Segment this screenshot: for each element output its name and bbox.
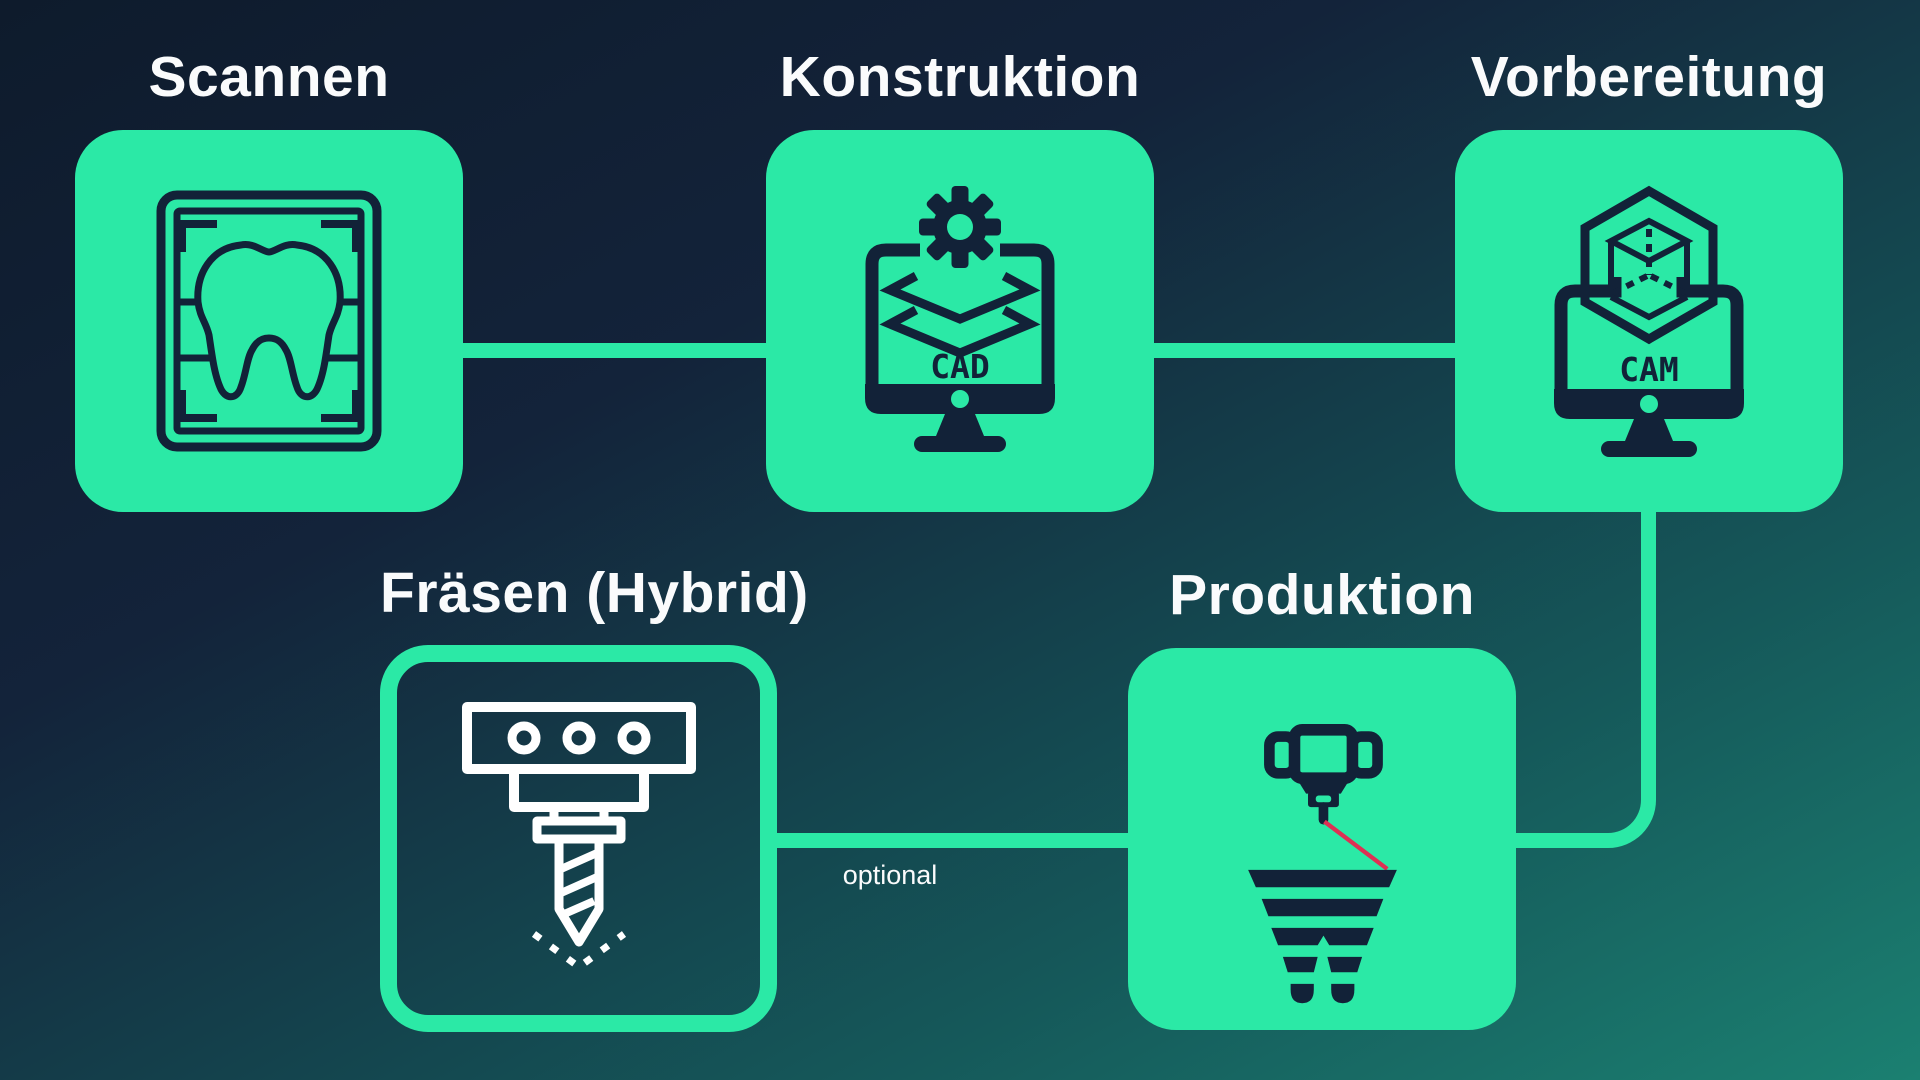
step-box-vorbereitung: CAM — [1455, 130, 1843, 512]
layers-icon — [879, 272, 1041, 358]
monitor-button — [1640, 395, 1658, 413]
connector-fraesen-produktion — [772, 833, 1132, 848]
optional-connector-label: optional — [842, 860, 938, 890]
focus-brackets — [178, 220, 360, 422]
print-head — [1263, 724, 1383, 825]
hexagon-cube-icon — [1580, 185, 1718, 345]
cad-monitor-icon: CAD — [865, 186, 1055, 452]
step-box-scannen — [75, 130, 463, 512]
step-title-konstruktion: Konstruktion — [779, 45, 1141, 109]
printer-3d-icon — [1247, 724, 1397, 1004]
step-box-produktion — [1128, 648, 1516, 1030]
laser-beam — [1322, 819, 1389, 871]
monitor-button — [951, 390, 969, 408]
connector-konstruktion-vorbereitung — [1148, 343, 1463, 358]
milling-head-icon — [461, 701, 696, 970]
printed-layers — [1247, 869, 1397, 1004]
step-title-vorbereitung: Vorbereitung — [1470, 45, 1828, 109]
step-title-produktion: Produktion — [1169, 563, 1475, 627]
tooth-shape — [194, 240, 344, 401]
cam-monitor-icon: CAM — [1554, 185, 1744, 457]
drill-flutes — [558, 848, 599, 919]
step-title-scannen: Scannen — [148, 45, 390, 109]
cam-screen-label: CAM — [1619, 350, 1679, 389]
step-box-konstruktion: CAD — [766, 130, 1154, 512]
step-title-fraesen: Fräsen (Hybrid) — [380, 561, 809, 625]
tooth-scan-icon — [156, 190, 382, 452]
step-box-fraesen — [380, 645, 777, 1032]
connector-scannen-konstruktion — [455, 343, 775, 358]
cad-screen-label: CAD — [930, 347, 990, 386]
gear-icon — [919, 186, 1001, 268]
connector-vorbereitung-produktion — [1514, 512, 1656, 848]
